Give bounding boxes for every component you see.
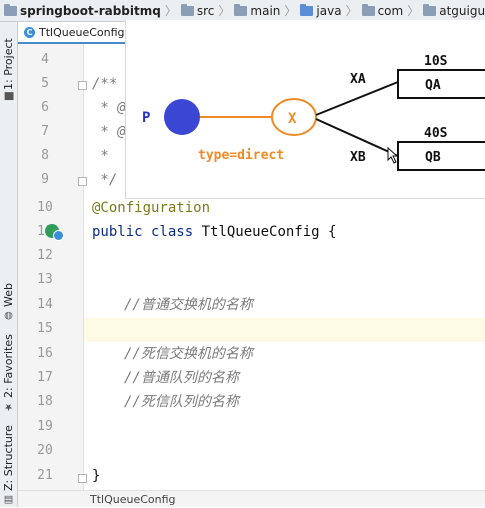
line-number: 10 (37, 200, 53, 215)
project-icon: ▆ (3, 92, 14, 101)
line-number: 18 (37, 394, 53, 409)
code-line-11: public class TtlQueueConfig { (92, 224, 337, 240)
line-number: 4 (41, 52, 49, 67)
queue-qb-box (397, 141, 485, 171)
route-xa-label: XA (350, 72, 366, 87)
line-number: 15 (37, 321, 53, 336)
code-line-6: * @ (92, 100, 126, 116)
fold-toggle[interactable] (78, 474, 87, 483)
status-bar: TtlQueueConfig (18, 490, 485, 507)
code-line-9: */ (92, 172, 118, 188)
code-line-8: * (92, 148, 109, 164)
chevron-right-icon: 〉 (284, 4, 297, 18)
ttl-queue-diagram: P X type=direct XA XB QA 10S QB 40S (125, 20, 485, 199)
queue-qb-label: QB (425, 150, 441, 165)
line-number: 20 (37, 443, 53, 458)
line-number: 12 (37, 248, 53, 263)
folder-icon (180, 3, 194, 16)
line-number: 6 (41, 100, 49, 115)
chevron-right-icon: 〉 (218, 4, 231, 18)
fold-toggle[interactable] (78, 81, 87, 90)
route-xa-line (315, 81, 399, 116)
folder-icon (234, 3, 248, 16)
breadcrumb: springboot-rabbitmq 〉 src 〉 main 〉 java … (0, 0, 485, 22)
exchange-type-label: type=direct (198, 148, 284, 163)
line-number: 8 (41, 148, 49, 163)
diagram-canvas: P X type=direct XA XB QA 10S QB 40S (142, 54, 485, 171)
line-number: 13 (37, 272, 53, 287)
structure-icon: ▤ (3, 493, 14, 505)
project-folder-icon (4, 3, 17, 16)
tool-tab-favorites[interactable]: ★ 2: Favorites (2, 334, 15, 412)
tool-tab-structure[interactable]: ▤ Z: Structure (2, 425, 15, 505)
chevron-right-icon: 〉 (345, 4, 358, 18)
line-number: 9 (41, 172, 49, 187)
breadcrumb-item-com[interactable]: com 〉 (358, 0, 420, 21)
code-editor[interactable]: /** * @ * @ * */ @Configuration public c… (84, 44, 485, 490)
package-icon (423, 3, 437, 16)
exchange-node (271, 98, 317, 136)
breadcrumb-item-project[interactable]: springboot-rabbitmq 〉 (0, 0, 177, 21)
line-number: 19 (37, 419, 53, 434)
queue-qa-label: QA (425, 78, 441, 93)
editor-gutter: 4 5 6 7 8 9 10 11 12 13 14 15 16 17 18 1… (18, 44, 87, 490)
chevron-right-icon: 〉 (164, 4, 177, 18)
code-line-16: //死信交换机的名称 (124, 346, 253, 362)
breadcrumb-item-java[interactable]: java 〉 (296, 0, 358, 21)
code-line-7: * @ (92, 124, 126, 140)
line-number: 17 (37, 370, 53, 385)
code-line-18: //死信队列的名称 (124, 394, 239, 410)
line-number: 21 (37, 468, 53, 483)
queue-qa-box (397, 69, 485, 99)
route-xb-line (315, 118, 399, 157)
tool-window-strip: ▆ 1: Project ◍ Web ★ 2: Favorites ▤ Z: S… (0, 22, 18, 507)
producer-node (164, 99, 200, 135)
queue-qb-ttl: 40S (424, 126, 448, 141)
route-xb-label: XB (350, 150, 366, 165)
source-folder-icon (300, 3, 314, 16)
code-line-10: @Configuration (92, 200, 211, 216)
tool-tab-project[interactable]: ▆ 1: Project (2, 37, 15, 101)
code-line-21: } (92, 468, 101, 484)
breadcrumb-item-src[interactable]: src 〉 (177, 0, 231, 21)
code-line-5: /** (92, 76, 118, 92)
current-line-highlight (84, 318, 485, 342)
status-bar-breadcrumb[interactable]: TtlQueueConfig (90, 493, 176, 506)
package-icon (361, 3, 375, 16)
line-number: 16 (37, 346, 53, 361)
chevron-right-icon: 〉 (407, 4, 420, 18)
breadcrumb-item-atguigu[interactable]: atguigu 〉 (419, 0, 485, 21)
exchange-label: X (288, 111, 297, 127)
editor-tab[interactable]: C TtlQueueConfig. (18, 22, 138, 44)
line-number: 5 (41, 76, 49, 91)
line-number: 14 (37, 297, 53, 312)
tool-tab-web[interactable]: ◍ Web (2, 283, 15, 321)
globe-icon: ◍ (3, 310, 14, 321)
code-line-14: //普通交换机的名称 (124, 297, 253, 313)
breadcrumb-item-main[interactable]: main 〉 (230, 0, 296, 21)
spring-bean-icon[interactable] (45, 224, 64, 241)
queue-qa-ttl: 10S (424, 54, 448, 69)
line-number: 7 (41, 124, 49, 139)
java-class-icon: C (24, 26, 35, 38)
mouse-cursor-icon (387, 146, 399, 164)
fold-toggle[interactable] (78, 177, 87, 186)
star-icon: ★ (3, 400, 14, 412)
producer-label: P (142, 110, 150, 126)
code-line-17: //普通队列的名称 (124, 370, 239, 386)
